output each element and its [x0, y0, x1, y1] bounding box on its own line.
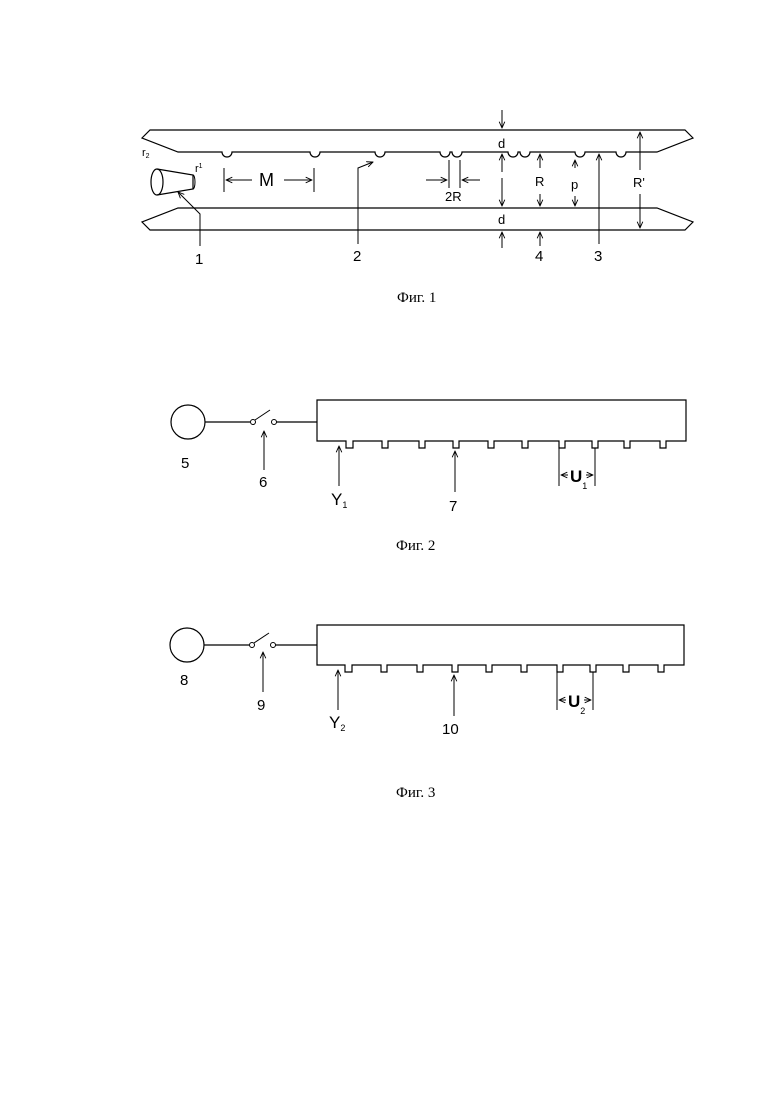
figure-3: 8 9 Y2 10 U2 Фиг. 3: [170, 625, 684, 801]
source-circle: [170, 628, 204, 662]
item-1-leader: [178, 192, 200, 246]
label-item-4: 4: [535, 248, 543, 265]
switch-contact-left: [251, 420, 256, 425]
label-item-6: 6: [259, 474, 267, 491]
switch-blade: [254, 633, 269, 643]
switch-contact-right: [272, 420, 277, 425]
caption-fig-3: Фиг. 3: [396, 785, 435, 801]
label-item-3: 3: [594, 248, 602, 265]
label-r-prime: R': [633, 175, 645, 190]
item-2-leader: [358, 162, 373, 244]
lower-waveguide-plate: [142, 208, 693, 230]
label-item-8: 8: [180, 672, 188, 689]
label-y1: Y1: [331, 490, 347, 510]
figure-2: 5 6 Y1 7 U1 Фиг. 2: [171, 400, 686, 554]
label-r: R: [535, 174, 544, 189]
label-m: M: [259, 170, 274, 190]
slotted-waveguide-2: [317, 625, 684, 672]
label-d-bottom: d: [498, 212, 505, 227]
label-item-10: 10: [442, 721, 459, 738]
source-circle: [171, 405, 205, 439]
switch-contact-right: [271, 643, 276, 648]
switch-contact-left: [250, 643, 255, 648]
label-item-9: 9: [257, 697, 265, 714]
label-2r: 2R: [445, 189, 462, 204]
upper-waveguide-plate: [142, 130, 693, 157]
label-d-top: d: [498, 136, 505, 151]
label-item-2: 2: [353, 248, 361, 265]
label-item-1: 1: [195, 251, 203, 268]
label-item-5: 5: [181, 455, 189, 472]
switch-blade: [255, 410, 270, 420]
horn-feed: [151, 169, 195, 195]
slotted-waveguide-1: [317, 400, 686, 448]
label-u2: U2: [568, 692, 585, 716]
label-u1: U1: [570, 467, 587, 491]
figure-1: r2 r1 M 2R d d R p R' 1 2 3 4 Фиг. 1: [142, 110, 693, 306]
label-r1: r1: [195, 163, 203, 175]
label-y2: Y2: [329, 713, 345, 733]
label-r2: r2: [142, 147, 150, 160]
label-p: p: [571, 177, 578, 192]
caption-fig-2: Фиг. 2: [396, 538, 435, 554]
label-item-7: 7: [449, 498, 457, 515]
caption-fig-1: Фиг. 1: [397, 290, 436, 306]
